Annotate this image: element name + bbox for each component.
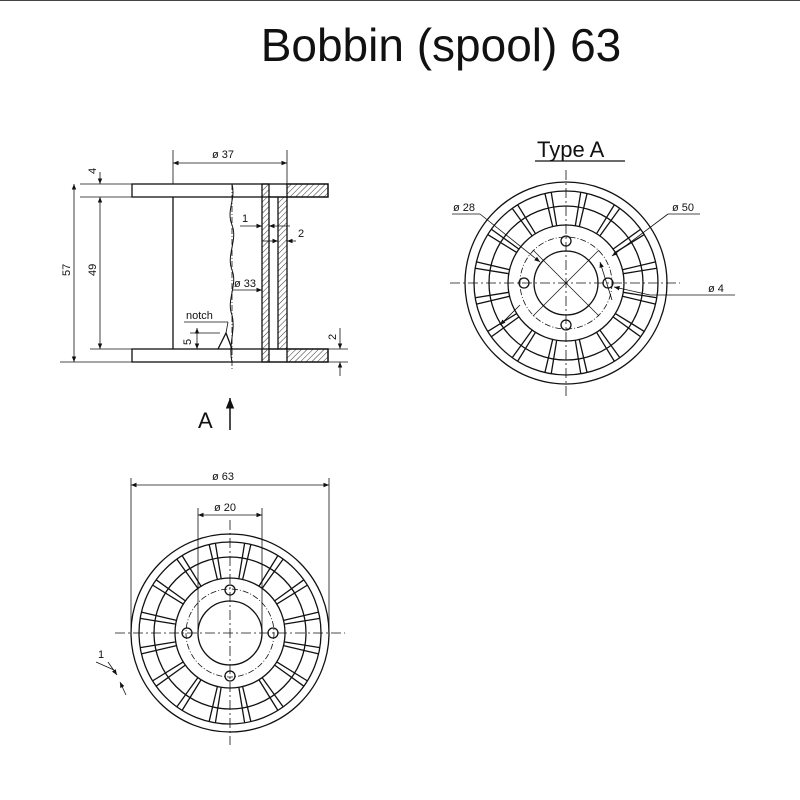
rib-line <box>176 558 199 589</box>
rib-line <box>141 611 177 622</box>
rib-line <box>155 664 186 687</box>
rib-line <box>595 331 615 362</box>
dim-rib: 1 <box>98 649 104 661</box>
rib-line <box>276 661 308 682</box>
dim-bore-end: ø 20 <box>214 502 236 514</box>
side-dimension-labels: ø 37 4 57 49 1 2 ø 33 notch 5 2 <box>61 149 339 345</box>
rib-line <box>511 207 533 237</box>
notch-shape <box>217 331 233 350</box>
rib-line <box>283 611 319 622</box>
rib-line <box>274 664 305 687</box>
rib-line <box>261 677 284 708</box>
rib-line <box>140 617 176 625</box>
end-view <box>115 520 345 745</box>
core-section-hatch <box>261 183 270 363</box>
rib-line <box>181 679 202 711</box>
rib-line <box>238 687 246 723</box>
top-border-line <box>0 0 800 1</box>
rib-line <box>140 641 176 649</box>
rib-line <box>622 295 656 305</box>
rib-line <box>574 192 582 226</box>
arrow-label: A <box>198 408 213 433</box>
dim-hole: ø 4 <box>708 283 724 295</box>
rib-line <box>208 544 219 580</box>
rib-line <box>487 234 518 254</box>
rib-line <box>284 641 320 649</box>
rib-line <box>614 312 645 332</box>
type-a-view <box>450 170 680 396</box>
rib-line <box>578 193 588 227</box>
rib-line <box>258 679 279 711</box>
radial-ribs <box>475 192 657 374</box>
dim-outer: ø 63 <box>212 471 234 483</box>
rib-line <box>155 579 186 602</box>
rib-line <box>274 579 305 602</box>
side-dimensions <box>60 150 348 376</box>
end-dimension-labels: ø 63 ø 20 1 <box>98 471 236 661</box>
bottom-flange-section <box>286 348 329 363</box>
rib-line <box>544 339 554 373</box>
rib-line <box>612 228 642 250</box>
rib-line <box>476 295 510 305</box>
rib-line <box>214 687 222 723</box>
rib-line <box>574 340 582 374</box>
rib-line <box>261 558 284 589</box>
side-section-view <box>131 183 329 370</box>
rib-line <box>208 686 219 722</box>
rib-line <box>599 207 621 237</box>
rib-line <box>283 644 319 655</box>
rib-line <box>599 329 621 359</box>
rib-line <box>622 261 656 271</box>
dim-bore: ø 33 <box>234 278 256 290</box>
rib-line <box>141 644 177 655</box>
dim-total-height: 57 <box>61 264 73 276</box>
rib-line <box>214 543 222 579</box>
dim-wall-1: 1 <box>242 213 248 225</box>
type-a-dimension-labels: ø 28 ø 50 ø 4 <box>453 202 724 295</box>
dim-wall-2: 2 <box>298 228 304 240</box>
rib-line <box>517 331 537 362</box>
rib-line <box>475 267 509 275</box>
rib-line <box>511 329 533 359</box>
rib-line <box>490 316 520 338</box>
notch-label: notch <box>186 310 213 322</box>
dim-flange-thickness: 4 <box>87 168 99 174</box>
rib-line <box>241 544 252 580</box>
rib-line <box>490 228 520 250</box>
rib-line <box>241 686 252 722</box>
type-a-dimensions <box>452 213 735 326</box>
dim-bottom-2: 2 <box>327 334 339 340</box>
rib-line <box>176 677 199 708</box>
rib-line <box>276 584 308 605</box>
rib-line <box>612 316 642 338</box>
rib-line <box>544 193 554 227</box>
rib-line <box>152 584 184 605</box>
drawing-title: Bobbin (spool) 63 <box>260 19 622 71</box>
rib-line <box>550 192 558 226</box>
rib-line <box>475 291 509 299</box>
rib-line <box>623 291 657 299</box>
rib-line <box>595 204 615 235</box>
dim-hub: ø 50 <box>672 202 694 214</box>
dim-inner: ø 28 <box>453 202 475 214</box>
dim-width-top: ø 37 <box>212 149 234 161</box>
wall-section-hatch <box>277 196 288 350</box>
rib-line <box>623 267 657 275</box>
view-arrow-a: A <box>198 398 235 433</box>
top-flange-section <box>286 183 329 198</box>
rib-line <box>238 543 246 579</box>
rib-line <box>578 339 588 373</box>
rib-line <box>550 340 558 374</box>
rib-line <box>152 661 184 682</box>
rib-line <box>476 261 510 271</box>
end-dimensions <box>95 478 330 696</box>
rib-line <box>517 204 537 235</box>
rib-line <box>284 617 320 625</box>
dim-notch: 5 <box>182 339 194 345</box>
dim-inner-height: 49 <box>87 264 99 276</box>
view-type-label: Type A <box>537 137 605 162</box>
